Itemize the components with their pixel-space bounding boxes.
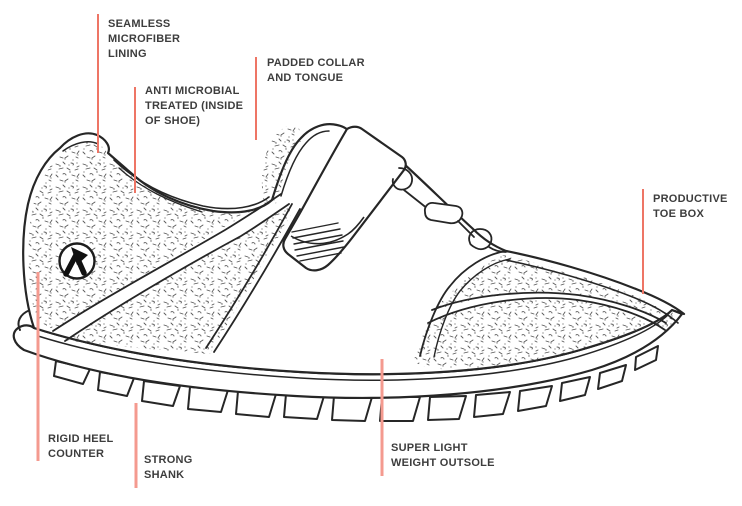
lace-segment-2: [457, 220, 475, 238]
label-line: MICROFIBER: [108, 33, 181, 45]
strap-hatch-lines: [291, 222, 345, 262]
label-line: TOE BOX: [653, 208, 705, 220]
toe-binding-top: [505, 259, 679, 324]
toe-upper-texture: [432, 255, 676, 322]
label-padded-collar-and-tongue: PADDED COLLAR AND TONGUE: [267, 56, 365, 86]
brand-logo: [58, 242, 96, 280]
label-strong-shank: STRONG SHANK: [144, 453, 193, 483]
label-line: AND TONGUE: [267, 72, 344, 84]
label-line: COUNTER: [48, 448, 105, 460]
quarter-arc-upper: [52, 193, 282, 332]
vamp-seam-2: [213, 208, 301, 353]
lace-loop: [468, 228, 493, 251]
label-line: TREATED (INSIDE: [145, 100, 244, 112]
toe-mudguard-inner: [433, 258, 511, 358]
label-line: SHANK: [144, 469, 185, 481]
label-productive-toe-box: PRODUCTIVE TOE BOX: [653, 192, 728, 222]
arrow-head: [71, 247, 88, 265]
label-anti-microbial-treated: ANTI MICROBIAL TREATED (INSIDE OF SHOE): [145, 84, 243, 129]
saddle-texture: [64, 207, 293, 354]
strap-fold-line: [290, 216, 365, 245]
lace-segment-1: [403, 189, 429, 210]
lace-hook: [391, 167, 413, 191]
label-line: PADDED COLLAR: [267, 57, 365, 69]
collar-lining-line-2: [118, 167, 203, 213]
label-seamless-microfiber-lining: SEAMLESS MICROFIBER LINING: [108, 17, 180, 62]
vamp-seam-1: [205, 203, 293, 349]
toe-mudguard-edge: [419, 250, 507, 357]
tread-lugs: [53, 345, 659, 422]
panel-seams: [52, 130, 679, 358]
toe-band-upper: [431, 291, 667, 324]
label-line: WEIGHT OUTSOLE: [391, 457, 495, 469]
midsole-inner-line: [37, 314, 669, 381]
quarter-arc-lower: [64, 203, 290, 342]
velcro-strap: [282, 125, 407, 272]
label-line: STRONG: [144, 454, 193, 466]
label-rigid-heel-counter: RIGID HEEL COUNTER: [48, 432, 113, 462]
collar-inner-texture: [261, 125, 303, 206]
label-super-light-weight-outsole: SUPER LIGHT WEIGHT OUTSOLE: [391, 441, 495, 471]
outsole: [12, 308, 684, 422]
toe-lower-texture: [414, 298, 676, 370]
lace-segment-3: [488, 246, 507, 253]
label-line: SEAMLESS: [108, 18, 171, 30]
heel-quarter-texture: [28, 141, 277, 330]
label-line: PRODUCTIVE: [653, 193, 728, 205]
lace-toggle: [423, 201, 464, 225]
label-line: SUPER LIGHT: [391, 442, 468, 454]
toe-band-lower: [427, 297, 666, 331]
label-line: ANTI MICROBIAL: [145, 85, 240, 97]
laces: [391, 167, 507, 253]
speckle-textures: [28, 125, 676, 370]
heel-sole-wave: [17, 309, 31, 331]
label-line: LINING: [108, 48, 147, 60]
collar-pad-inner-line: [62, 141, 99, 152]
leader-lines: [36, 14, 644, 488]
tongue-inner-line: [280, 130, 330, 197]
label-line: RIGID HEEL: [48, 433, 114, 445]
label-line: OF SHOE): [145, 115, 201, 127]
